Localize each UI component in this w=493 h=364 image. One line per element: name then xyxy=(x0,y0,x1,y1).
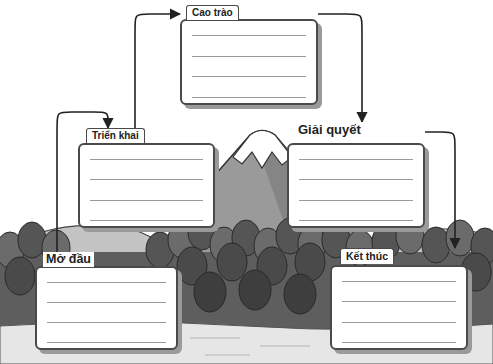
blank-line xyxy=(47,322,166,323)
blank-line xyxy=(90,220,203,221)
blank-line xyxy=(299,159,413,160)
stage-arrow xyxy=(135,14,180,128)
tree xyxy=(217,243,247,281)
writing-box xyxy=(180,19,318,105)
blank-line xyxy=(192,35,306,36)
stage-heading: Kết thúc xyxy=(340,248,394,264)
writing-box xyxy=(330,265,468,350)
blank-line xyxy=(192,56,306,57)
water-ripples xyxy=(190,338,310,355)
blank-line xyxy=(342,342,456,343)
story-stage-box: Mở đầu xyxy=(35,252,178,350)
stage-heading: Cao trào xyxy=(186,5,239,20)
story-stage-box: Cao trào xyxy=(180,5,318,105)
blank-line xyxy=(342,322,456,323)
stage-arrow xyxy=(318,14,362,122)
tree xyxy=(239,270,271,310)
blank-line xyxy=(299,200,413,201)
tree xyxy=(5,257,35,295)
tree xyxy=(194,272,226,312)
writing-box xyxy=(35,266,178,350)
snow-cap xyxy=(233,131,292,169)
blank-line xyxy=(47,302,166,303)
blank-line xyxy=(90,200,203,201)
story-stage-box: Giải quyết xyxy=(287,122,425,228)
writing-box xyxy=(287,143,425,228)
tree xyxy=(18,222,46,258)
writing-box xyxy=(78,143,215,228)
blank-line xyxy=(90,159,203,160)
story-stage-box: Triển khai xyxy=(78,128,215,228)
stage-heading: Triển khai xyxy=(86,128,145,143)
blank-line xyxy=(342,301,456,302)
ripple xyxy=(190,338,240,339)
ripple xyxy=(260,346,310,347)
ripple xyxy=(205,355,250,356)
blank-line xyxy=(192,76,306,77)
blank-line xyxy=(299,179,413,180)
stage-heading: Mở đầu xyxy=(43,252,94,267)
blank-line xyxy=(47,282,166,283)
stage-arrow xyxy=(425,132,455,248)
blank-line xyxy=(90,179,203,180)
tree xyxy=(446,220,474,256)
blank-line xyxy=(342,281,456,282)
blank-line xyxy=(47,342,166,343)
stage-heading: Giải quyết xyxy=(295,122,364,138)
tree xyxy=(422,227,450,263)
blank-line xyxy=(192,97,306,98)
story-stage-box: Kết thúc xyxy=(330,248,468,350)
blank-line xyxy=(299,220,413,221)
tree xyxy=(284,274,316,314)
